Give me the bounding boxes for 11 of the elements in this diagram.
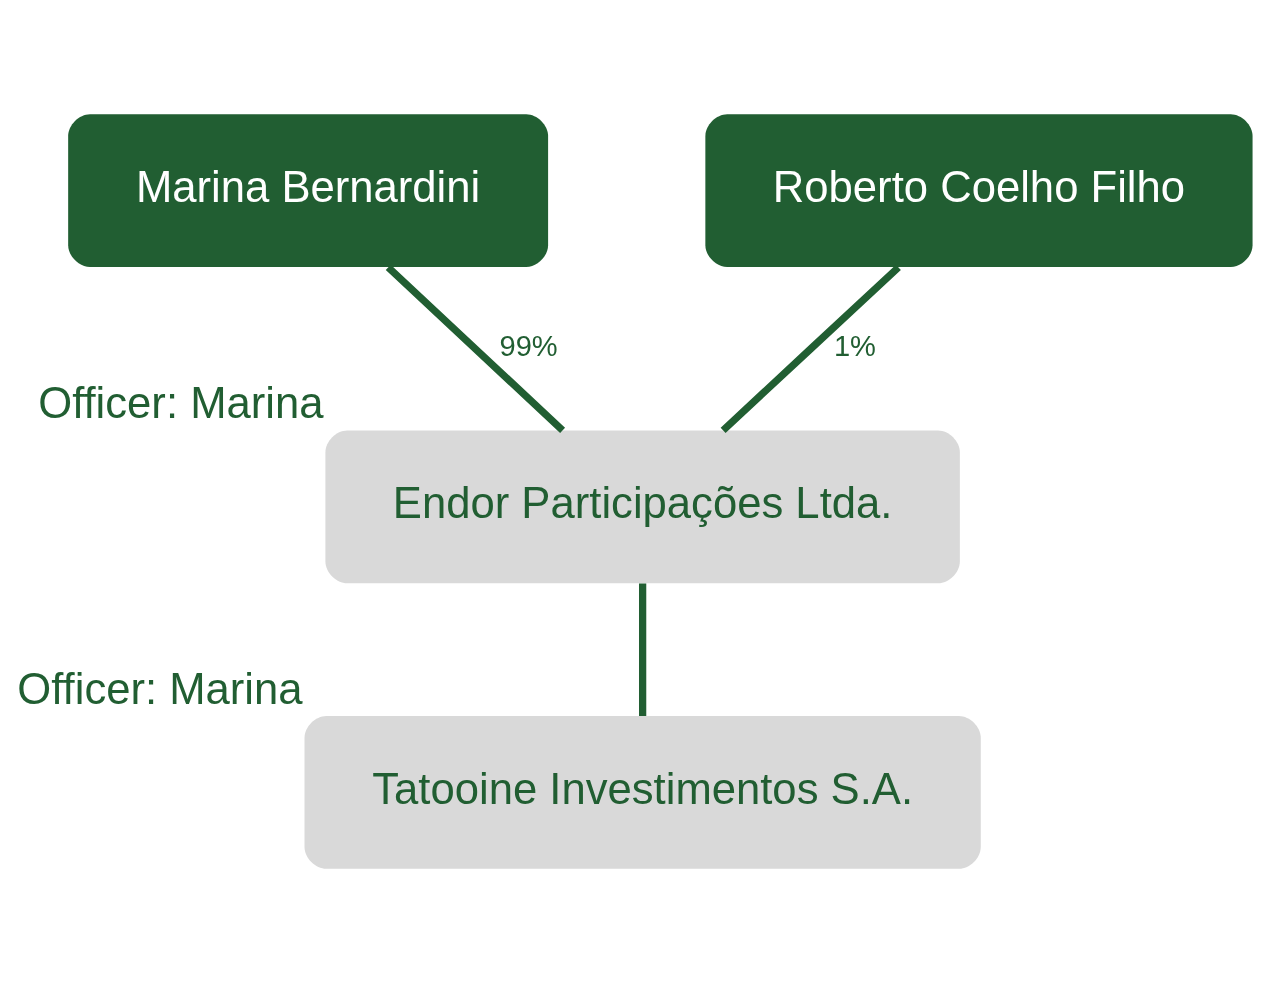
connector [385, 264, 566, 433]
edge-label: 99% [499, 329, 558, 362]
connector [720, 264, 901, 433]
node-label: Officer: Marina [38, 379, 324, 428]
node-box: Endor Participações Ltda. [325, 430, 960, 584]
edge-label: 1% [833, 329, 876, 362]
connector [639, 583, 647, 716]
node-label: Officer: Marina [17, 664, 303, 713]
node-box: Marina Bernardini [68, 114, 549, 267]
node-box: Tatooine Investimentos S.A. [304, 716, 981, 869]
node-box: Roberto Coelho Filho [705, 114, 1253, 267]
